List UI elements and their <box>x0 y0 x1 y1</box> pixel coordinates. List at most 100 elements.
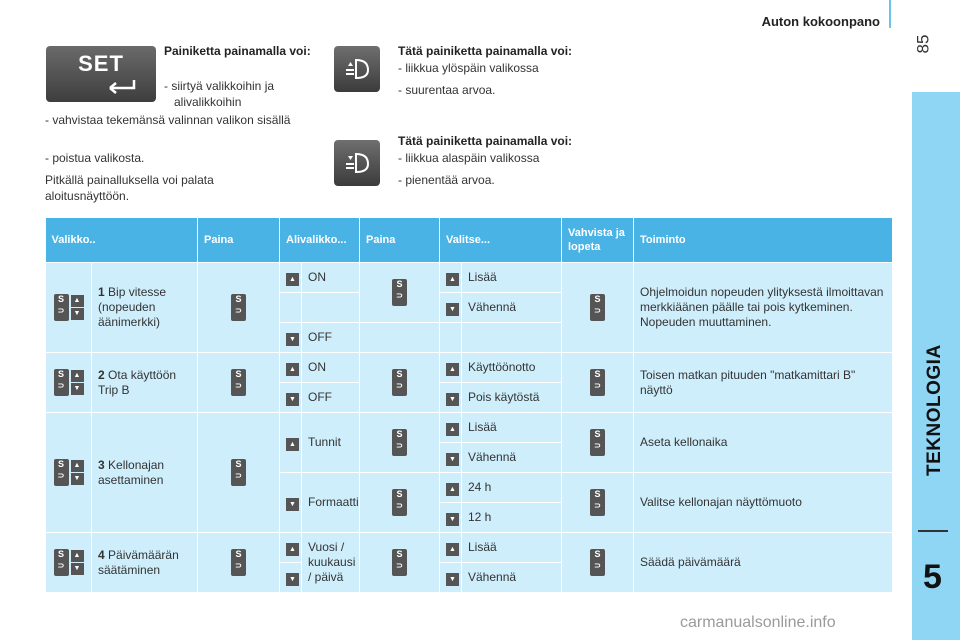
up-arrow-icon: ▲ <box>70 295 84 307</box>
up-arrow-icon: ▲ <box>446 422 459 436</box>
s-button-icon: S⊃ <box>231 369 246 396</box>
down-arrow-icon: ▼ <box>286 332 299 346</box>
s-button-icon: S⊃ <box>53 549 69 576</box>
submenu-cell <box>301 292 360 323</box>
lamp-up-icon <box>346 58 370 80</box>
col-header-function: Toiminto <box>633 218 893 263</box>
set-heading: Painiketta painamalla voi: <box>164 44 311 58</box>
submenu-cell: Formaatti <box>301 472 360 533</box>
chapter-number: 5 <box>923 558 942 596</box>
press-cell: S⊃ <box>359 472 440 533</box>
function-cell: Säädä päivämäärä <box>633 532 893 593</box>
chapter-label: TEKNOLOGIA <box>924 344 945 476</box>
up-arrow-icon: ▲ <box>286 272 299 286</box>
s-button-icon: S⊃ <box>392 429 407 456</box>
select-cell: Lisää <box>461 532 562 563</box>
arrow-cell: ▲ <box>279 412 302 473</box>
select-cell: 24 h <box>461 472 562 503</box>
up-arrow-icon: ▲ <box>286 542 299 556</box>
col-header-confirm: Vahvista ja lopeta <box>561 218 634 263</box>
submenu-cell: Tunnit <box>301 412 360 473</box>
select-cell <box>461 322 562 353</box>
arrow-cell: ▼ <box>279 322 302 353</box>
col-header-select: Valitse... <box>439 218 562 263</box>
down-arrow-icon: ▼ <box>286 572 299 586</box>
menu-table: Valikko.. Paina Alivalikko... Paina Vali… <box>45 218 893 593</box>
set-button-illustration: SET <box>46 46 156 102</box>
up-arrow-icon: ▲ <box>70 370 84 382</box>
menu-name-cell: 1 Bip vitesse (nopeuden äänimerkki) <box>91 262 198 353</box>
s-button-icon: S⊃ <box>53 294 69 321</box>
s-button-icon: S⊃ <box>53 459 69 486</box>
up-item-2: - suurentaa arvoa. <box>398 83 496 97</box>
table-row: ▼ OFF ▼ Pois käytöstä <box>46 382 893 413</box>
s-button-icon: S⊃ <box>392 279 407 306</box>
function-cell: Toisen matkan pituuden "matkamittari B" … <box>633 352 893 413</box>
submenu-cell: ON <box>301 262 360 293</box>
table-row: ▼ ▼ Vähennä <box>46 562 893 593</box>
submenu-cell: OFF <box>301 322 360 353</box>
return-arrow-icon <box>109 80 136 94</box>
arrow-cell: ▲ <box>439 352 462 383</box>
press-cell: S⊃ <box>197 412 280 533</box>
arrow-cell <box>279 292 302 323</box>
select-cell: Vähennä <box>461 562 562 593</box>
col-header-press: Paina <box>197 218 280 263</box>
press-cell: S⊃ <box>359 412 440 473</box>
set-item-1: - siirtyä valikkoihin ja alivalikkoihin <box>164 79 275 109</box>
table-row: ▼ Vähennä <box>46 292 893 323</box>
section-title: Auton kokoonpano <box>761 14 880 29</box>
confirm-cell: S⊃ <box>561 262 634 353</box>
nav-buttons-cell: S⊃▲▼ <box>45 262 92 353</box>
arrow-cell: ▼ <box>279 562 302 593</box>
arrow-cell: ▲ <box>439 262 462 293</box>
confirm-cell: S⊃ <box>561 472 634 533</box>
arrow-cell: ▼ <box>439 562 462 593</box>
select-cell: 12 h <box>461 502 562 533</box>
up-arrow-icon: ▲ <box>286 437 299 451</box>
press-cell <box>359 322 440 353</box>
press-cell: S⊃ <box>197 532 280 593</box>
confirm-cell: S⊃ <box>561 532 634 593</box>
table-row: S⊃▲▼ 4 Päivämäärän säätäminen S⊃ ▲ Vuosi… <box>45 532 893 593</box>
set-note: Pitkällä painalluksella voi palata aloit… <box>45 173 214 203</box>
down-arrow-icon: ▼ <box>70 563 84 575</box>
arrow-cell: ▲ <box>279 262 302 293</box>
down-arrow-icon: ▼ <box>446 512 459 526</box>
table-row: S⊃▲▼ 1 Bip vitesse (nopeuden äänimerkki)… <box>45 262 893 353</box>
menu-name-cell: 4 Päivämäärän säätäminen <box>91 532 198 593</box>
table-row: ▼ Vähennä <box>46 442 893 473</box>
arrow-cell: ▲ <box>439 472 462 503</box>
arrow-cell: ▲ <box>439 532 462 563</box>
table-row: S⊃▲▼ 3 Kellonajan asettaminen S⊃ ▲ Tunni… <box>45 412 893 533</box>
set-button-label: SET <box>78 51 124 76</box>
menu-name-cell: 2 Ota käyttöön Trip B <box>91 352 198 413</box>
select-cell: Lisää <box>461 262 562 293</box>
table-row: ▼ OFF <box>46 322 893 353</box>
s-button-icon: S⊃ <box>231 294 246 321</box>
arrow-cell: ▼ <box>439 292 462 323</box>
down-arrow-icon: ▼ <box>446 392 459 406</box>
function-cell: Valitse kellonajan näyttömuoto <box>633 472 893 533</box>
press-cell: S⊃ <box>359 262 440 323</box>
function-cell: Aseta kellonaika <box>633 412 893 473</box>
down-item-1: - liikkua alaspäin valikossa <box>398 151 540 165</box>
col-header-menu: Valikko.. <box>45 218 198 263</box>
submenu-cell: OFF <box>301 382 360 413</box>
arrow-cell: ▼ <box>439 442 462 473</box>
up-arrow-icon: ▲ <box>70 550 84 562</box>
header-divider <box>889 0 891 28</box>
down-arrow-icon: ▼ <box>70 473 84 485</box>
up-arrow-icon: ▲ <box>446 362 459 376</box>
table-row: ▼ 12 h <box>46 502 893 533</box>
menu-name-cell: 3 Kellonajan asettaminen <box>91 412 198 533</box>
s-button-icon: S⊃ <box>590 489 605 516</box>
down-item-2: - pienentää arvoa. <box>398 173 495 187</box>
col-header-press-2: Paina <box>359 218 440 263</box>
table-header: Valikko.. Paina Alivalikko... Paina Vali… <box>45 218 893 263</box>
chapter-rule <box>918 530 948 532</box>
s-button-icon: S⊃ <box>231 549 246 576</box>
s-button-icon: S⊃ <box>392 369 407 396</box>
arrow-cell: ▲ <box>279 532 302 563</box>
press-cell: S⊃ <box>359 352 440 413</box>
